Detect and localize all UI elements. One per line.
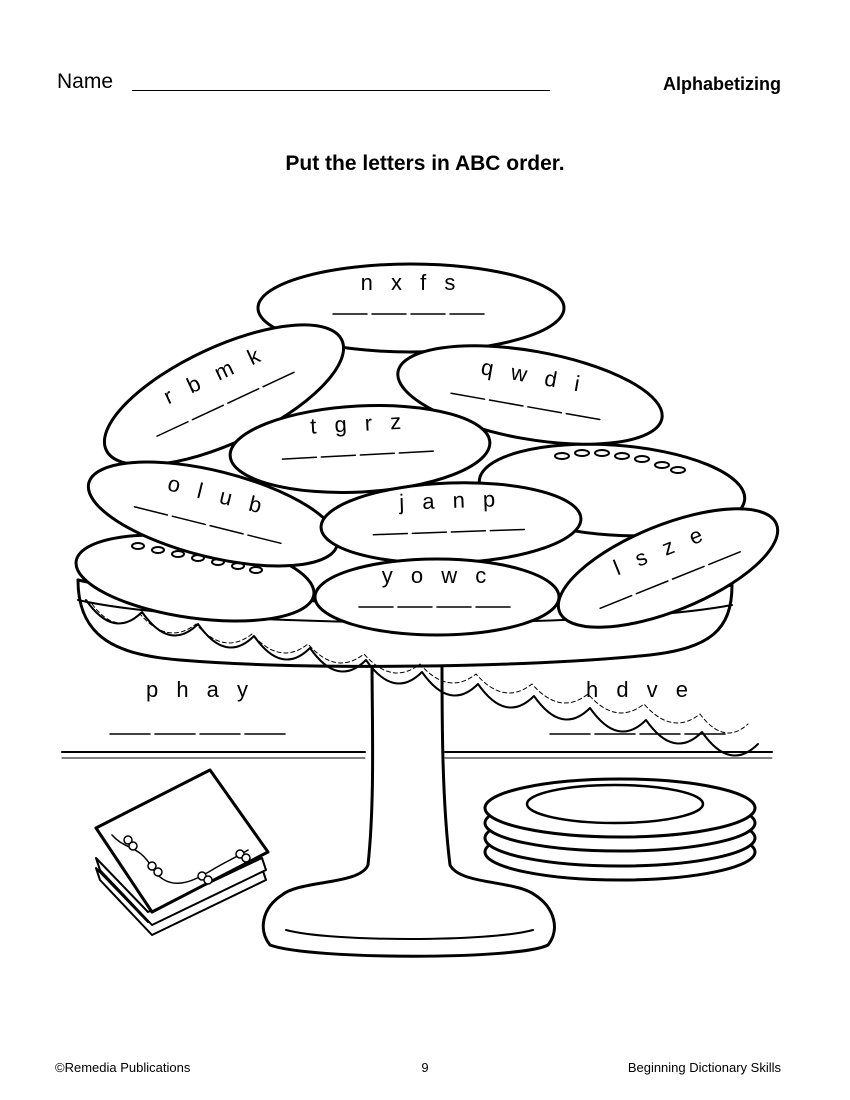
name-label: Name	[57, 70, 114, 93]
word-letters: h d v e	[586, 677, 694, 702]
footer-book-title: Beginning Dictionary Skills	[627, 1060, 781, 1075]
answer-blank[interactable]	[372, 528, 531, 536]
word-phay: p h a y	[109, 677, 291, 735]
cookie-tgrz: t g r z	[228, 404, 492, 494]
topic-title: Alphabetizing	[663, 74, 781, 94]
answer-blank[interactable]	[599, 549, 746, 610]
name-field-line[interactable]	[132, 90, 550, 91]
cookie-shape	[228, 404, 492, 494]
instructions: Put the letters in ABC order.	[285, 152, 565, 175]
cookie-letters: n x f s	[361, 270, 462, 295]
footer-page-number: 9	[421, 1060, 429, 1075]
table-edge	[61, 751, 773, 759]
cookie-letters: j a n p	[398, 486, 502, 515]
stand-pedestal	[261, 658, 556, 958]
cookie-nxfs: n x f s	[256, 262, 566, 354]
word-hdve: h d v e	[549, 677, 731, 735]
napkin-stack	[94, 768, 270, 936]
cookie-yowc: y o w c	[313, 557, 561, 637]
answer-blank[interactable]	[450, 392, 606, 422]
cookie-letters: y o w c	[382, 563, 492, 588]
word-letters: p h a y	[146, 677, 254, 702]
answer-blank[interactable]	[281, 450, 439, 460]
footer-publisher: ©Remedia Publications	[55, 1060, 191, 1075]
cookie-shape	[256, 262, 566, 354]
plate-stack	[483, 777, 757, 882]
answer-blank[interactable]	[156, 369, 300, 437]
answer-blank[interactable]	[133, 506, 287, 546]
cookie-letters: t g r z	[310, 409, 408, 439]
cookie-lsze: l s z e	[556, 507, 780, 629]
cookie-janp: j a n p	[319, 481, 583, 565]
